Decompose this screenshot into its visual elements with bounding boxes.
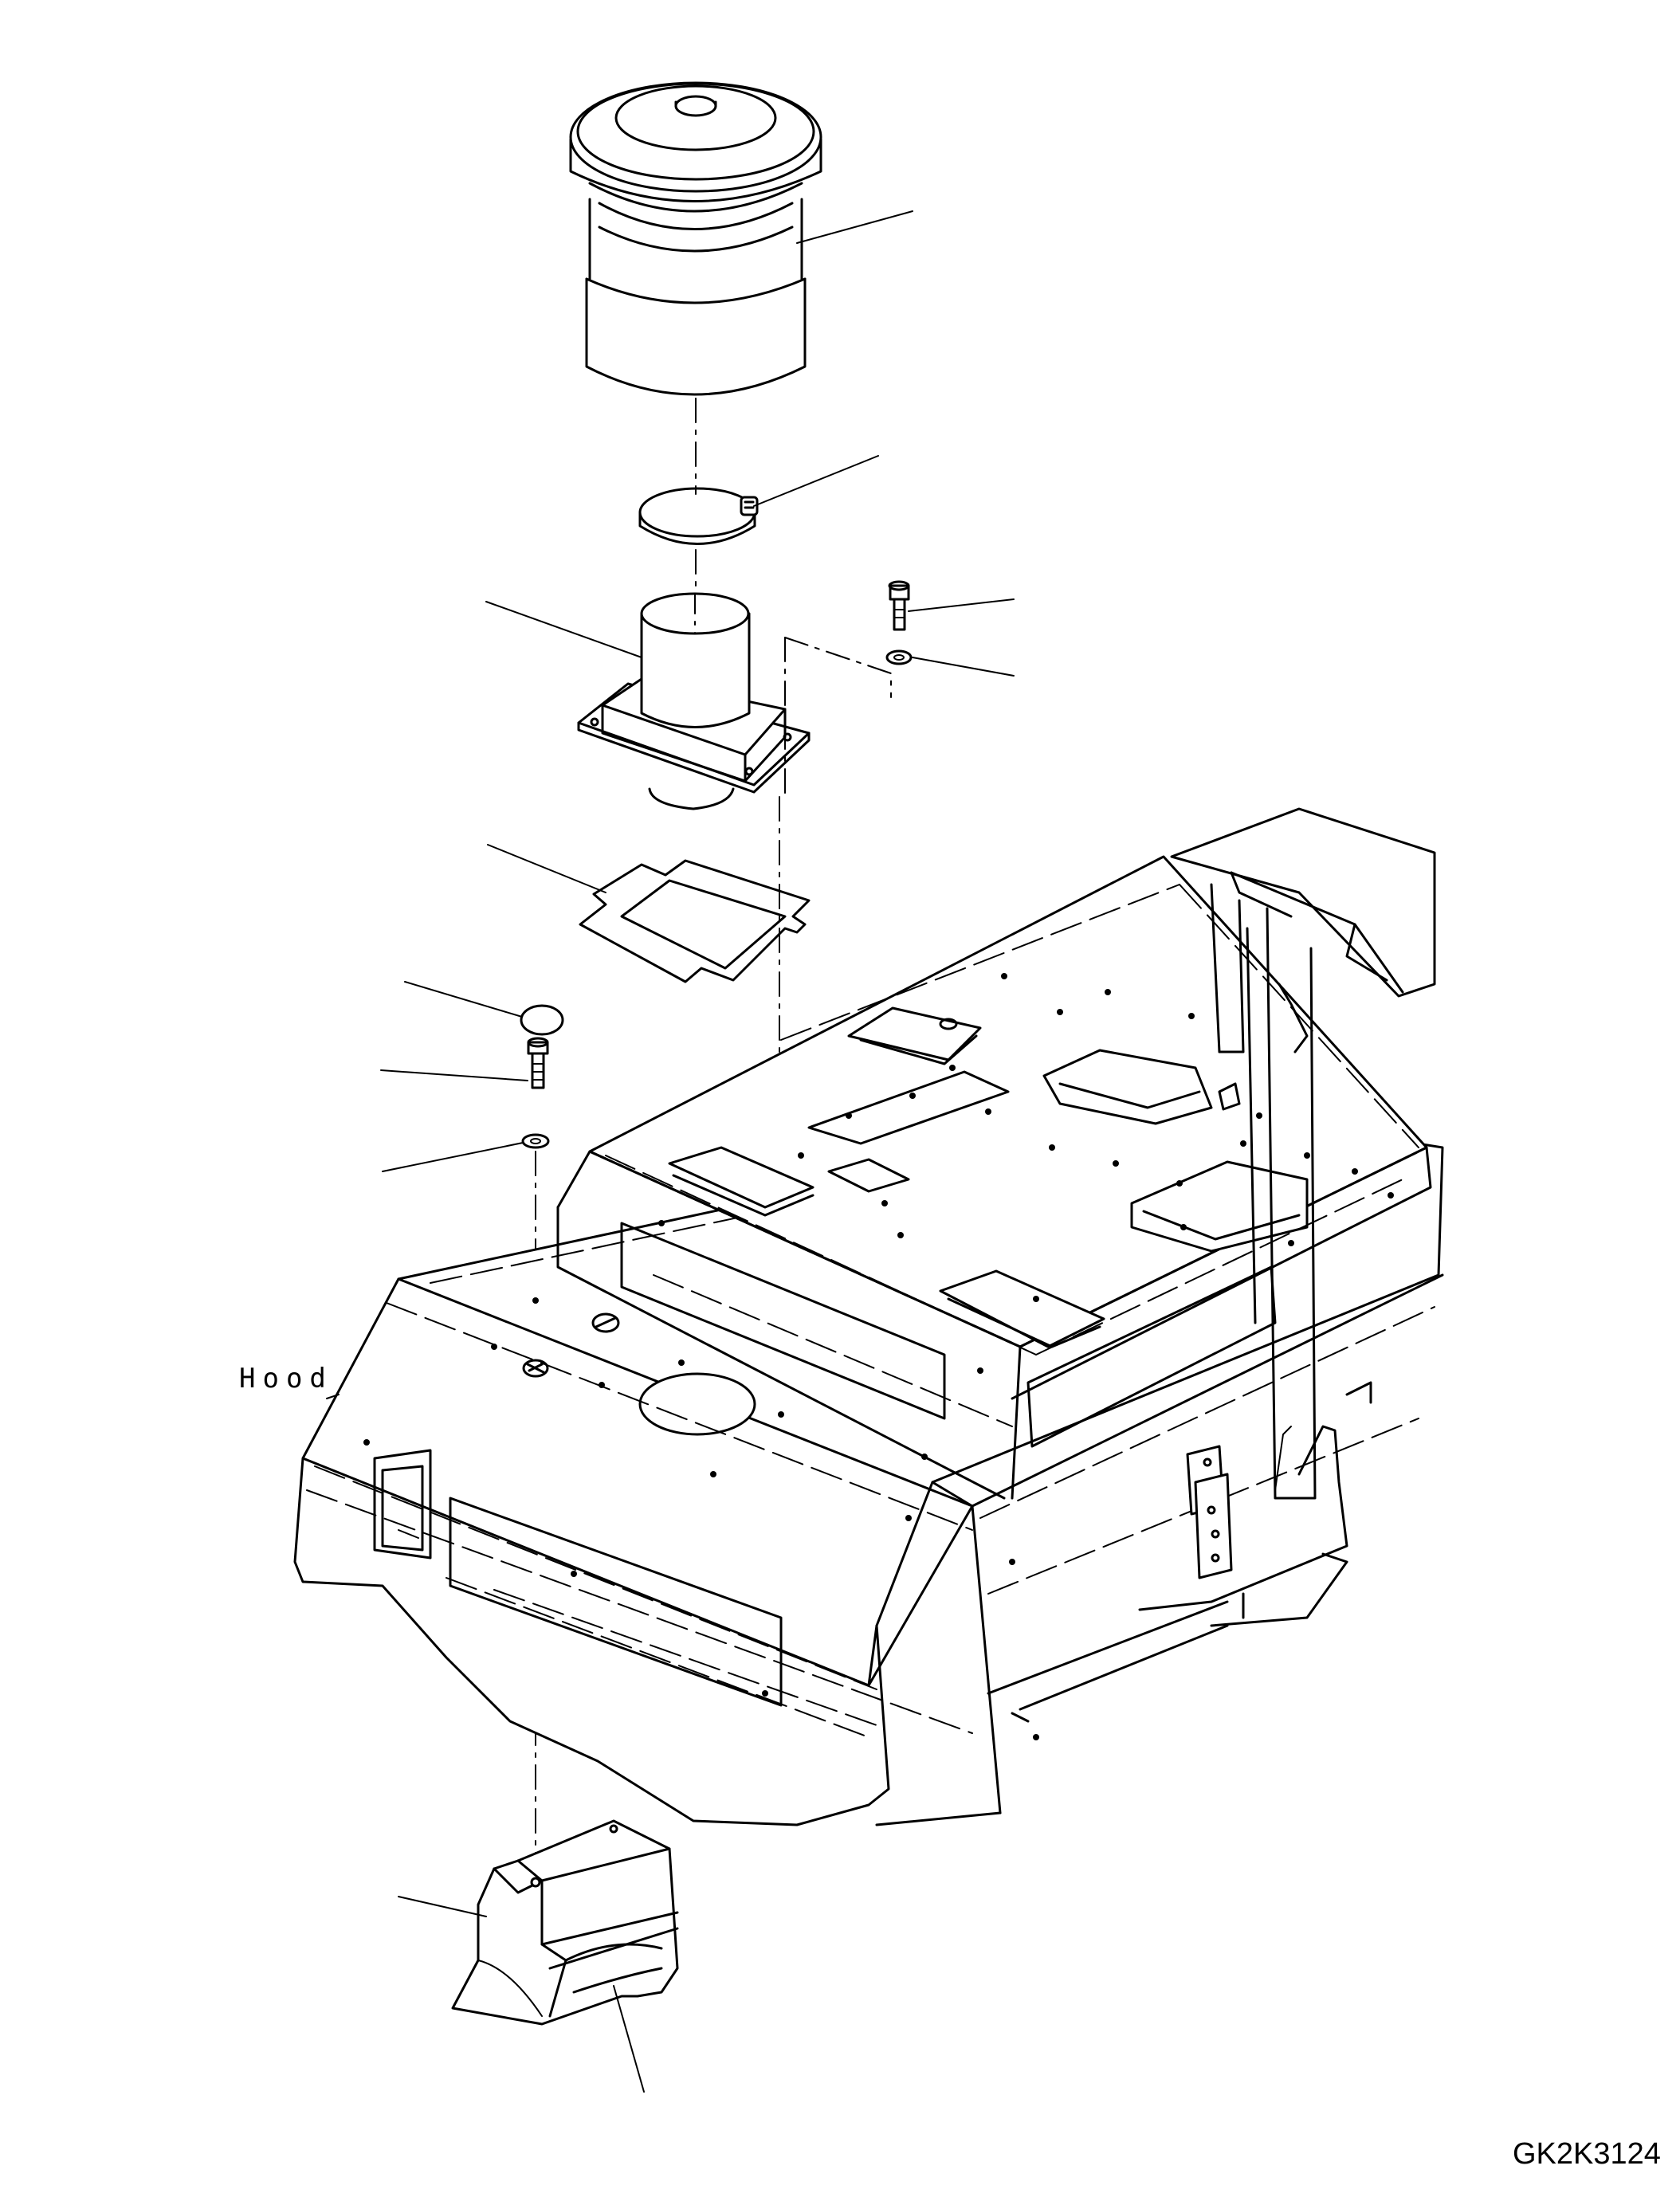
plug-part xyxy=(520,1004,564,1036)
washer-part-left xyxy=(521,1133,550,1149)
leader-lines xyxy=(326,210,1015,2093)
bolt-part-right xyxy=(888,580,910,631)
pre-cleaner-part xyxy=(569,81,822,396)
drawing-number: GK2K3124 xyxy=(1513,2137,1661,2171)
hood-label: Hood xyxy=(239,1363,333,1395)
rear-bracket-part xyxy=(987,807,1436,1723)
intake-adapter-part xyxy=(577,592,811,810)
hose-clamp-part xyxy=(638,487,759,545)
engine-frame-part xyxy=(556,855,1432,1500)
gasket-part xyxy=(579,859,811,983)
washer-part-right xyxy=(885,649,913,665)
lower-duct-part xyxy=(451,1819,679,2026)
bolt-part-left xyxy=(527,1037,549,1089)
